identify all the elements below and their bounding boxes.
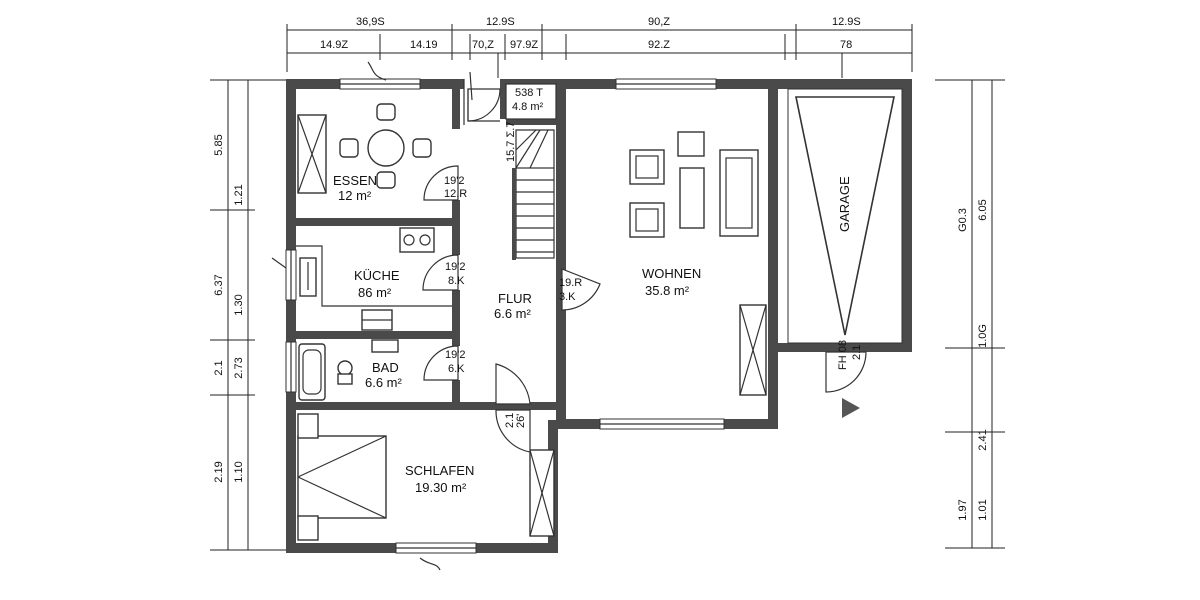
dim-top-3: 90,Z	[648, 16, 670, 28]
door-wohnen-b: 3.K	[559, 291, 576, 303]
side-table	[677, 131, 705, 157]
schlafen-area: 19.30 m²	[415, 480, 467, 495]
schlafen-name: SCHLAFEN	[405, 463, 474, 478]
dim-left-in-2: 1.30	[233, 294, 245, 315]
bed	[297, 435, 387, 519]
entry-arrow-icon	[842, 398, 860, 418]
armchair-bottom	[629, 202, 665, 238]
nightstand-bottom	[297, 515, 319, 541]
room-wohnen: WOHNEN 35.8 m²	[629, 131, 767, 396]
essen-area: 12 m²	[338, 188, 372, 203]
chair-left	[339, 138, 359, 158]
flur-name: FLUR	[498, 291, 532, 306]
coffee-table	[679, 167, 705, 229]
door-bad[interactable]: 19'2 6.K	[423, 345, 465, 381]
door-schlafen-a: 2.1	[504, 413, 516, 428]
door-wohnen[interactable]: 19.R 3.K	[559, 268, 601, 311]
staircase: 15.7 Σ.7	[505, 122, 555, 260]
room-garage: GARAGE	[787, 88, 903, 344]
dim-top2-4: 97.9Z	[510, 39, 538, 51]
dim-top2-6: 78	[840, 39, 852, 51]
door-kueche-a: 19'2	[445, 261, 465, 273]
room-bad: BAD 6.6 m²	[298, 339, 403, 401]
dining-table	[367, 129, 405, 167]
room-flur: FLUR 6.6 m²	[494, 291, 532, 321]
room-essen: ESSEN 12 m²	[297, 103, 432, 203]
dim-right-1: G0.3	[957, 208, 969, 232]
armchair-top	[629, 149, 665, 185]
top-dimensions: 36,9S 12.9S 90,Z 12.9S 14.9Z 14.19 70,Z …	[286, 16, 913, 78]
door-wohnen-a: 19.R	[559, 277, 582, 289]
car-outline	[795, 96, 895, 336]
dim-top2-2: 14.19	[410, 39, 438, 51]
dim-top2-3: 70,Z	[472, 39, 494, 51]
bad-name: BAD	[372, 360, 399, 375]
markers	[271, 61, 473, 571]
door-essen-a: 19'2	[444, 175, 464, 187]
kueche-name: KÜCHE	[354, 268, 400, 283]
wc-room: 538 T 4.8 m²	[505, 83, 557, 120]
dim-right-in-2: 1.0G	[977, 324, 989, 348]
chair-right	[412, 138, 432, 158]
dim-left-in-1: 1.21	[233, 184, 245, 205]
door-essen[interactable]: 19'2 12.R	[423, 165, 467, 201]
dim-right-2: 1.97	[957, 499, 969, 520]
wohnen-name: WOHNEN	[642, 266, 701, 281]
room-schlafen: SCHLAFEN 19.30 m²	[297, 413, 555, 541]
door-garage[interactable]: FH 08 2.1	[825, 340, 867, 418]
windows	[285, 78, 725, 554]
room-kueche: KÜCHE 86 m²	[296, 227, 452, 331]
dim-left-in-3: 2.73	[233, 357, 245, 378]
stair-label: 15.7 Σ.7	[505, 122, 517, 162]
wc-name: 538 T	[515, 87, 543, 99]
dim-right-in-1: 6.05	[977, 199, 989, 220]
door-kueche-b: 8.K	[448, 275, 465, 287]
flur-area: 6.6 m²	[494, 306, 532, 321]
garage-name: GARAGE	[837, 176, 852, 232]
dim-left-1: 5.85	[213, 134, 225, 155]
dim-right-in-3: 2.41	[977, 429, 989, 450]
chair-bottom	[376, 171, 396, 189]
door-essen-b: 12.R	[444, 188, 467, 200]
door-garage-b: 2.1	[851, 345, 863, 360]
bad-area: 6.6 m²	[365, 375, 403, 390]
bathtub	[298, 343, 326, 401]
dim-top2-5: 92.Z	[648, 39, 670, 51]
door-schlafen[interactable]: 2.1 26'	[495, 363, 531, 453]
right-dimensions: G0.3 1.97 6.05 1.0G 2.41 1.01	[935, 79, 1005, 549]
kueche-area: 86 m²	[358, 285, 392, 300]
wc-area: 4.8 m²	[512, 101, 544, 113]
dim-right-in-4: 1.01	[977, 499, 989, 520]
chair-top	[376, 103, 396, 121]
dim-left-4: 2.19	[213, 461, 225, 482]
left-dimensions: 5.85 6.37 2.1 2.19 1.21 1.30 2.73 1.10	[210, 79, 290, 551]
dim-top-1: 36,9S	[356, 16, 385, 28]
door-schlafen-b: 26'	[515, 414, 527, 428]
door-garage-a: FH 08	[837, 340, 849, 370]
stove	[399, 227, 435, 253]
dim-left-in-4: 1.10	[233, 461, 245, 482]
interior-walls	[296, 89, 562, 420]
dim-top-4: 12.9S	[832, 16, 861, 28]
toilet-tank	[337, 373, 353, 385]
nightstand-top	[297, 413, 319, 439]
toilet	[337, 360, 353, 376]
entrance-door[interactable]	[463, 79, 501, 125]
essen-name: ESSEN	[333, 173, 377, 188]
dim-top2-1: 14.9Z	[320, 39, 348, 51]
door-kueche[interactable]: 19'2 8.K	[422, 254, 465, 291]
wohnen-area: 35.8 m²	[645, 283, 690, 298]
dim-top-2: 12.9S	[486, 16, 515, 28]
washbasin	[371, 339, 399, 353]
dim-left-3: 2.1	[213, 360, 225, 375]
door-bad-a: 19'2	[445, 349, 465, 361]
dim-left-2: 6.37	[213, 274, 225, 295]
door-bad-b: 6.K	[448, 363, 465, 375]
